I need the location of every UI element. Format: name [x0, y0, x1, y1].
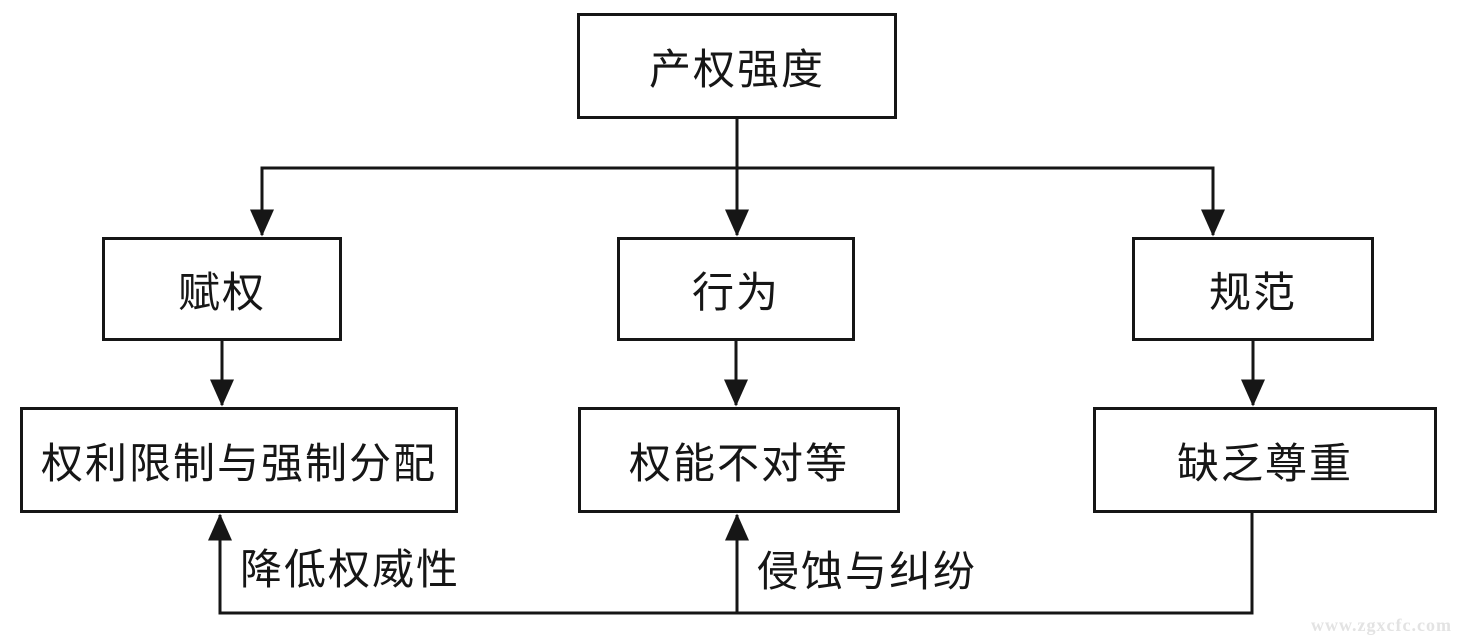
node-unequal-powers-label: 权能不对等: [628, 441, 849, 488]
edge-label-reduce-authority: 降低权威性: [240, 548, 461, 594]
node-behavior: 行为: [617, 237, 855, 341]
node-lack-of-respect-label: 缺乏尊重: [1176, 441, 1353, 488]
node-empowerment-label: 赋权: [177, 270, 266, 317]
node-lack-of-respect: 缺乏尊重: [1093, 407, 1437, 513]
node-property-rights-strength-label: 产权强度: [648, 47, 825, 94]
node-norms: 规范: [1132, 237, 1374, 341]
node-empowerment: 赋权: [102, 237, 342, 341]
node-norms-label: 规范: [1208, 270, 1297, 317]
connector-feedback-bar: [220, 513, 1254, 615]
node-behavior-label: 行为: [691, 270, 780, 317]
node-rights-restriction-forced-distribution-label: 权利限制与强制分配: [40, 441, 437, 488]
node-property-rights-strength: 产权强度: [577, 13, 897, 119]
watermark-text: www.zgxcfc.com: [1311, 615, 1452, 635]
edge-label-erosion-and-disputes: 侵蚀与纠纷: [757, 550, 978, 596]
node-unequal-powers: 权能不对等: [578, 407, 900, 513]
node-rights-restriction-forced-distribution: 权利限制与强制分配: [20, 407, 458, 513]
